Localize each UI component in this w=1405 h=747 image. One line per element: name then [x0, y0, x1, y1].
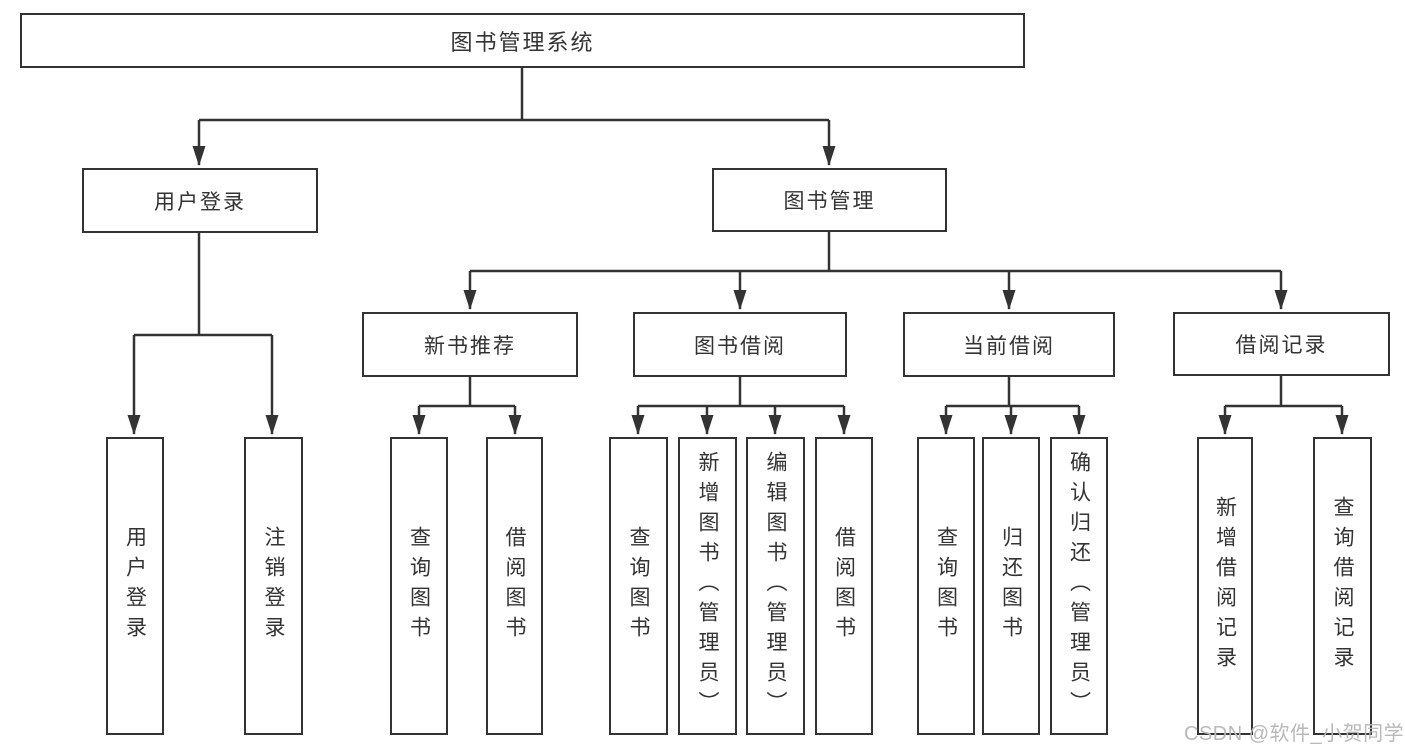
- node-current-borrowing: 当前借阅: [903, 312, 1115, 377]
- node-new-book-recommendation: 新书推荐: [362, 312, 578, 377]
- node-borrowing-records: 借阅记录: [1173, 312, 1390, 376]
- node-query-books-recommend: 查询图书: [390, 437, 448, 735]
- node-book-management: 图书管理: [712, 168, 947, 232]
- node-library-management-system: 图书管理系统: [20, 13, 1025, 68]
- node-query-books-borrowing: 查询图书: [609, 437, 668, 735]
- node-borrow-books-recommend: 借阅图书: [486, 437, 543, 735]
- node-logout: 注销登录: [244, 437, 303, 735]
- node-borrow-books: 借阅图书: [815, 437, 873, 735]
- node-book-borrowing: 图书借阅: [633, 312, 847, 377]
- node-query-books-current: 查询图书: [917, 437, 975, 735]
- node-user-login: 用户登录: [106, 437, 164, 735]
- node-edit-book-admin: 编辑图书（管理员）: [746, 437, 805, 735]
- watermark: CSDN @软件_小贺同学: [1184, 723, 1405, 745]
- node-user-login-group: 用户登录: [82, 168, 318, 233]
- node-add-book-admin: 新增图书（管理员）: [678, 437, 737, 735]
- node-query-borrow-record: 查询借阅记录: [1313, 437, 1372, 735]
- node-return-books: 归还图书: [982, 437, 1040, 735]
- node-confirm-return-admin: 确认归还（管理员）: [1050, 437, 1108, 735]
- node-add-borrow-record: 新增借阅记录: [1197, 437, 1253, 735]
